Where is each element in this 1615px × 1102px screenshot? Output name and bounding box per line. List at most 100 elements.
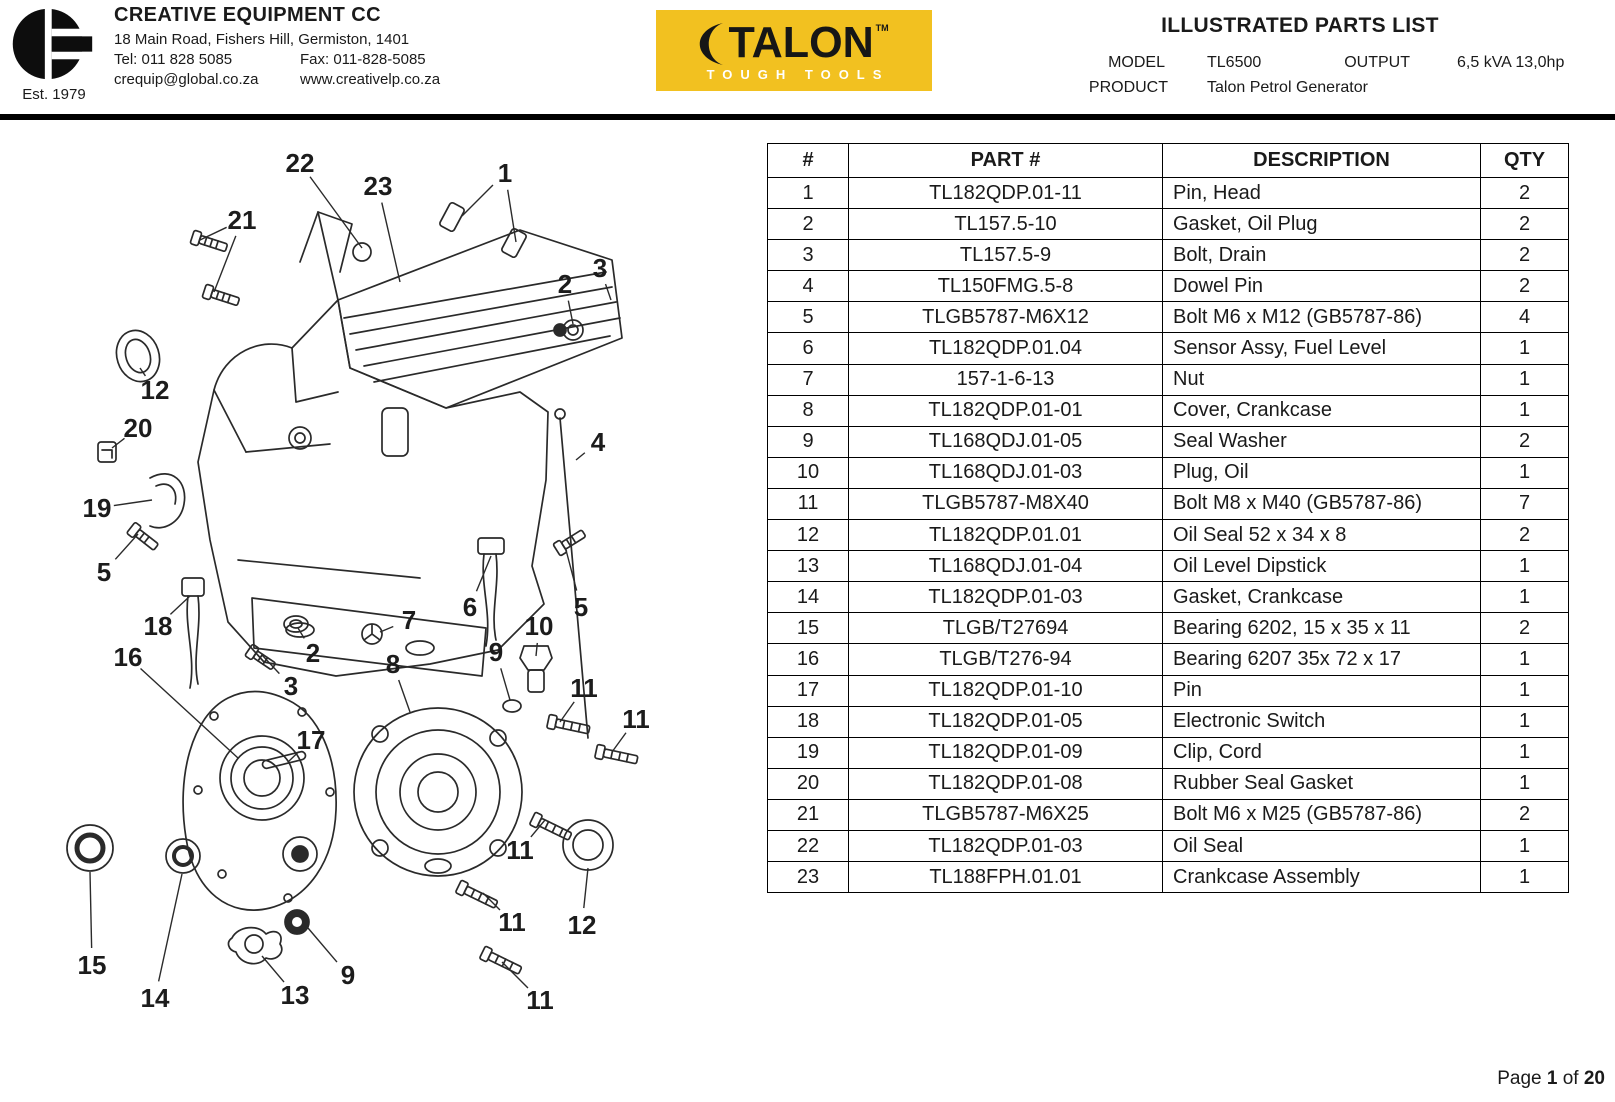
callout-leader-line: [213, 235, 237, 293]
callout-leader-line: [307, 927, 338, 963]
cell-qty: 1: [1480, 550, 1569, 583]
cell-part-number: TL168QDJ.01-04: [848, 550, 1163, 583]
cell-part-number: TL182QDP.01-10: [848, 674, 1163, 707]
document-title: ILLUSTRATED PARTS LIST: [1161, 14, 1439, 37]
cell-part-number: TLGB/T27694: [848, 612, 1163, 645]
callout-leader-line: [501, 961, 529, 989]
cell-qty: 1: [1480, 736, 1569, 769]
diagram-callout-number: 5: [97, 557, 111, 587]
cell-part-number: TL157.5-10: [848, 208, 1163, 241]
company-fax: Fax: 011-828-5085: [300, 51, 426, 68]
diagram-callout-number: 9: [489, 637, 503, 667]
callout-leader-line: [475, 555, 492, 592]
cell-number: 11: [767, 487, 849, 521]
diagram-callout-number: 9: [341, 960, 355, 990]
cell-part-number: TL182QDP.01-11: [848, 176, 1163, 210]
cell-description: Clip, Cord: [1162, 736, 1481, 769]
cell-description: Bolt M8 x M40 (GB5787-86): [1162, 487, 1481, 521]
header-divider: [0, 114, 1615, 120]
cell-number: 2: [767, 208, 849, 241]
callout-leader-line: [157, 873, 183, 982]
diagram-callout-number: 4: [591, 427, 606, 457]
cell-part-number: TLGB5787-M6X12: [848, 301, 1163, 334]
callout-leader-line: [199, 226, 227, 241]
company-address: 18 Main Road, Fishers Hill, Germiston, 1…: [114, 31, 410, 48]
cell-qty: 2: [1480, 612, 1569, 645]
cell-number: 19: [767, 736, 849, 769]
callout-leader-line: [111, 437, 125, 449]
callout-leader-line: [381, 202, 401, 283]
cell-part-number: TL182QDP.01.01: [848, 519, 1163, 552]
diagram-callout-number: 12: [141, 375, 170, 405]
cell-qty: 2: [1480, 519, 1569, 552]
cell-qty: 1: [1480, 767, 1569, 800]
company-website: www.creativelp.co.za: [300, 71, 441, 88]
diagram-callout-number: 18: [144, 611, 173, 641]
cell-qty: 1: [1480, 861, 1569, 894]
talon-tagline: TOUGH TOOLS: [706, 66, 890, 82]
cell-qty: 4: [1480, 301, 1569, 334]
diagram-callout-number: 20: [124, 413, 153, 443]
cell-number: 5: [767, 301, 849, 334]
cell-number: 7: [767, 363, 849, 396]
callout-leader-line: [261, 654, 280, 675]
callout-leader-line: [535, 642, 539, 657]
cell-qty: 2: [1480, 270, 1569, 303]
cell-description: Gasket, Oil Plug: [1162, 208, 1481, 241]
diagram-callout-number: 11: [570, 673, 598, 703]
callout-leader-line: [500, 668, 511, 701]
callout-leader-line: [506, 189, 517, 243]
diagram-callout-number: 5: [574, 592, 588, 622]
of-label: of: [1562, 1068, 1579, 1089]
cell-part-number: TLGB5787-M6X25: [848, 798, 1163, 831]
cell-qty: 2: [1480, 798, 1569, 831]
callout-leader-line: [398, 679, 411, 713]
cell-part-number: TL182QDP.01-03: [848, 581, 1163, 614]
cell-part-number: TLGB/T276-94: [848, 643, 1163, 676]
header-qty: QTY: [1480, 143, 1569, 178]
diagram-callout-number: 22: [286, 148, 315, 178]
talon-wordmark: TALON: [728, 17, 875, 67]
callout-leader-line: [567, 300, 574, 325]
cell-part-number: TL182QDP.01.04: [848, 332, 1163, 365]
cell-part-number: TL188FPH.01.01: [848, 861, 1163, 894]
cell-description: Bolt, Drain: [1162, 239, 1481, 272]
diagram-callout-number: 21: [228, 205, 257, 235]
cell-number: 13: [767, 550, 849, 583]
callout-leader-line: [611, 732, 627, 753]
diagram-callout-number: 11: [622, 704, 650, 734]
callout-leader-line: [575, 452, 586, 461]
product-value: Talon Petrol Generator: [1207, 79, 1368, 96]
diagram-callout-number: 1: [498, 158, 512, 188]
diagram-callout-number: 10: [525, 611, 554, 641]
diagram-callout-number: 3: [284, 671, 298, 701]
callout-leader-line: [139, 367, 147, 377]
cell-description: Oil Seal: [1162, 829, 1481, 863]
diagram-callout-number: 11: [498, 907, 526, 937]
cell-description: Cover, Crankcase: [1162, 394, 1481, 427]
cell-description: Oil Seal 52 x 34 x 8: [1162, 519, 1481, 552]
diagram-callout-number: 17: [297, 725, 326, 755]
cell-description: Nut: [1162, 363, 1481, 396]
diagram-callout-number: 6: [463, 592, 477, 622]
trademark-symbol: TM: [875, 22, 889, 33]
cell-part-number: TL150FMG.5-8: [848, 270, 1163, 303]
diagram-callout-number: 7: [402, 605, 416, 635]
cell-number: 6: [767, 332, 849, 365]
cell-qty: 1: [1480, 705, 1569, 738]
